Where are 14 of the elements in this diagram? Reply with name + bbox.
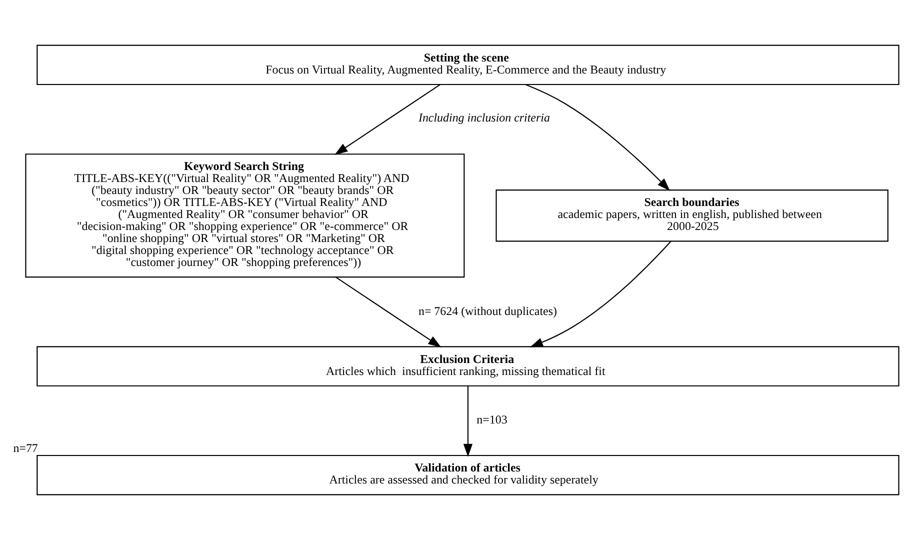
edge-label: Including inclusion criteria [418, 110, 550, 124]
edge-label: n=103 [476, 412, 508, 427]
arrow [335, 276, 442, 348]
node-label: n=77 [13, 441, 38, 456]
arrow [530, 240, 672, 348]
edge-label: n= 7624 (without duplicates) [418, 304, 558, 318]
node-box: Setting the scene Focus on Virtual Reality, Augmented Reality, E-Commerce and the Beauty industry [36, 44, 900, 86]
arrow [463, 386, 473, 457]
node-box: Exclusion Criteria Articles which insufficient ranking, missing thematical fit [36, 346, 900, 386]
node-box: Search boundaries academic papers, written in english, published between 2000-2025 [496, 190, 888, 242]
arrow [525, 84, 670, 191]
arrow [334, 84, 440, 155]
node-box: Validation of articles Articles are assessed and checked for validity seperately [36, 454, 900, 496]
node-box: Keyword Search String TITLE-ABS-KEY(("Virtual Reality" OR "Augmented Reality") AND ("beauty industry" OR "beauty sector" OR "beauty brands" OR "cosmetics")) OR TITLE-ABS-KEY ("Virtual Reality" AND ("Augmented Reality" OR "consumer behavior" OR "decision-making" OR "shopping experience" OR "e-commerce" OR "online shopping" OR "virtual stores" OR "Marketing" OR "digital shopping experience" OR "technology acceptance" OR "customer journey" OR "shopping preferences")) [25, 154, 465, 278]
